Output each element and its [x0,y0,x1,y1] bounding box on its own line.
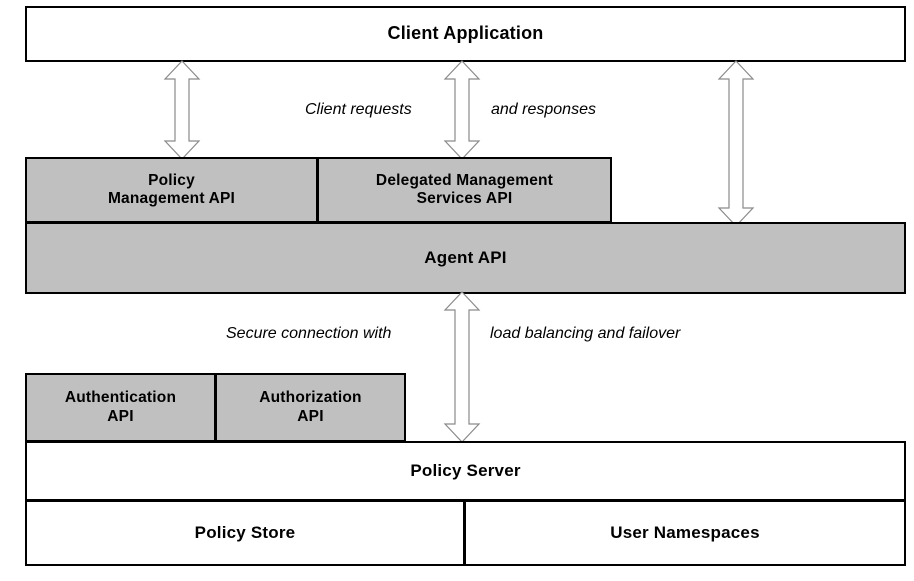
double-headed-vertical-arrow-icon [443,60,481,160]
double-headed-vertical-arrow-icon [163,60,201,160]
block-agent-api: Agent API [25,222,906,294]
block-policy-store: Policy Store [25,500,465,566]
block-policy-server: Policy Server [25,441,906,501]
arrow-client-to-delegated-management-services-api [443,60,481,160]
block-client-application: Client Application [25,6,906,62]
arrow-agent-api-to-policy-server [443,291,481,443]
connector-label-secure-connection-with: Secure connection with [226,325,392,342]
block-policy-management-api: Policy Management API [25,157,318,223]
block-user-namespaces: User Namespaces [464,500,906,566]
double-headed-vertical-arrow-icon [443,291,481,443]
arrow-client-to-policy-management-api [163,60,201,160]
block-authorization-api: Authorization API [215,373,406,442]
double-headed-vertical-arrow-icon [717,60,755,227]
connector-label-client-requests: Client requests [305,101,412,118]
connector-label-and-responses: and responses [491,101,596,118]
arrow-client-to-agent-api [717,60,755,227]
block-authentication-api: Authentication API [25,373,216,442]
connector-label-load-balancing-and-failover: load balancing and failover [490,325,681,342]
block-delegated-management-services-api: Delegated Management Services API [317,157,612,223]
